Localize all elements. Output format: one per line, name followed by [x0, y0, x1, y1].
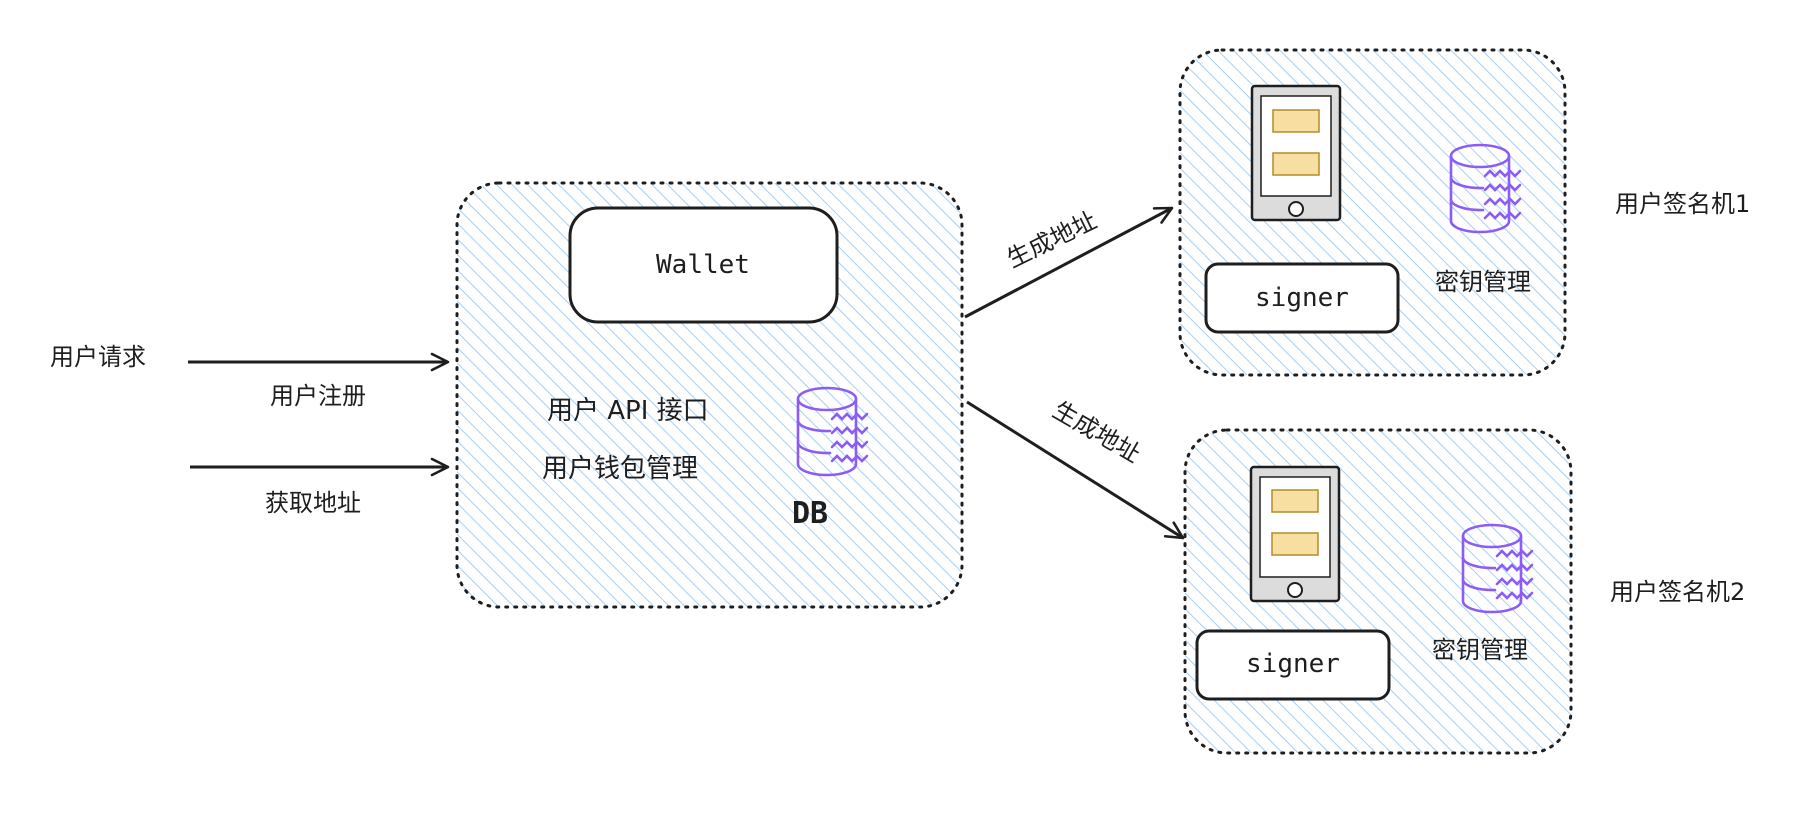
signer1-label: signer	[1255, 283, 1349, 313]
arrow-to-signer2	[966, 400, 1185, 540]
db-label: DB	[792, 496, 828, 531]
wallet-box	[568, 206, 839, 324]
signer2-box-inner	[1195, 629, 1391, 701]
signer1-container: signer 密钥管理	[1178, 48, 1567, 377]
arrow-to-signer1-group: 生成地址	[964, 206, 1174, 319]
device1-icon	[1250, 84, 1342, 222]
arrow-to-signer1-label: 生成地址	[1002, 206, 1101, 273]
signer2-container: signer 密钥管理	[1183, 428, 1573, 755]
device2-icon	[1249, 465, 1341, 603]
signer1-title: 用户签名机1	[1615, 190, 1750, 218]
signer2-title: 用户签名机2	[1610, 578, 1745, 606]
get-address-label: 获取地址	[265, 489, 361, 517]
arrow-to-signer2-label: 生成地址	[1048, 396, 1145, 468]
arrow-to-signer1	[964, 206, 1174, 319]
key-mgmt1-label: 密钥管理	[1435, 268, 1531, 296]
user-request-label: 用户请求	[50, 343, 146, 371]
user-request-group: 用户请求 用户注册 获取地址	[50, 343, 450, 517]
register-label: 用户注册	[270, 382, 366, 410]
arrow-to-signer2-group: 生成地址	[966, 396, 1185, 540]
key-database1-icon	[1449, 143, 1522, 234]
signer2-label: signer	[1246, 649, 1340, 679]
key-database2-icon	[1461, 523, 1534, 614]
api-label: 用户 API 接口	[547, 396, 709, 426]
signer1-box-inner	[1204, 262, 1400, 334]
wallet-service-container: Wallet 用户 API 接口 用户钱包管理 DB	[455, 181, 964, 609]
wallet-mgmt-label: 用户钱包管理	[542, 454, 698, 484]
wallet-label: Wallet	[656, 250, 750, 280]
signer2-box	[1183, 428, 1573, 755]
database-icon	[796, 386, 869, 477]
key-mgmt2-label: 密钥管理	[1432, 636, 1528, 664]
